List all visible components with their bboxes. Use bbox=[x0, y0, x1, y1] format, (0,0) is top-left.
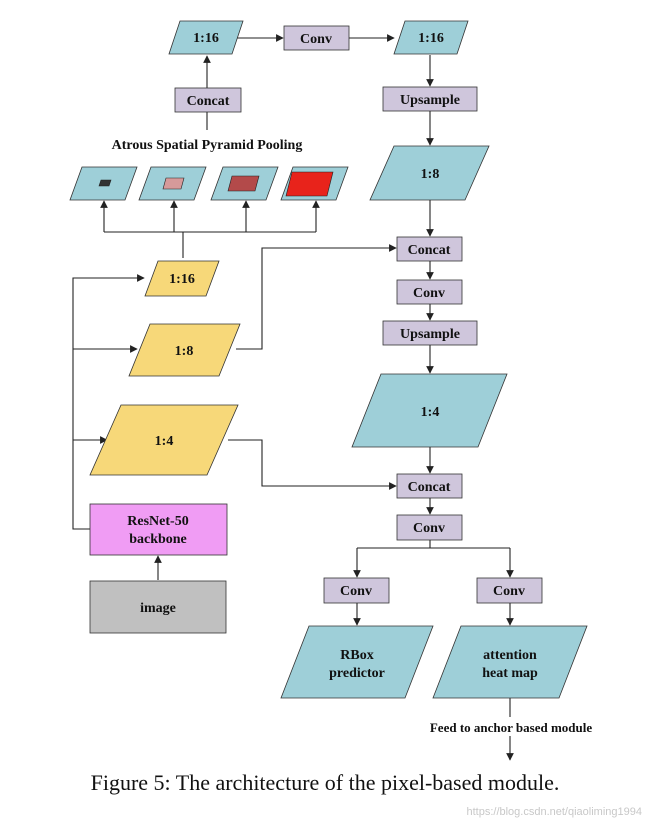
backbone-feature-16-label: 1:16 bbox=[169, 272, 195, 287]
aspp-pool-2 bbox=[138, 166, 207, 201]
backbone-line-2: backbone bbox=[129, 532, 187, 547]
top-right-feature-label: 1:16 bbox=[418, 31, 444, 46]
conv-right-branch-label: Conv bbox=[493, 584, 525, 599]
aspp-title: Atrous Spatial Pyramid Pooling bbox=[112, 138, 303, 153]
image-label: image bbox=[140, 601, 176, 616]
node-feature-1-8-right: 1:8 bbox=[369, 145, 490, 201]
figure-caption: Figure 5: The architecture of the pixel-… bbox=[90, 770, 560, 795]
feature-1-4-right-label: 1:4 bbox=[421, 405, 440, 420]
pool-2-kernel bbox=[162, 177, 185, 190]
conv-low-label: Conv bbox=[413, 521, 445, 536]
backbone-line-1: ResNet-50 bbox=[127, 514, 188, 529]
concat-low-label: Concat bbox=[408, 480, 451, 495]
node-backbone-feature-8: 1:8 bbox=[128, 323, 241, 377]
node-concat-low: Concat bbox=[396, 473, 463, 499]
aspp-pool-4 bbox=[280, 166, 349, 201]
watermark: https://blog.csdn.net/qiaoliming1994 bbox=[466, 806, 642, 818]
top-left-feature-label: 1:16 bbox=[193, 31, 219, 46]
edge-backbone-4-to-concat bbox=[228, 439, 397, 490]
concat-mid-label: Concat bbox=[408, 243, 451, 258]
upsample-2-label: Upsample bbox=[400, 327, 460, 342]
node-backbone-feature-16: 1:16 bbox=[144, 260, 220, 297]
attention-line-1: attention bbox=[483, 648, 537, 663]
node-conv-low: Conv bbox=[396, 514, 463, 541]
node-upsample-1: Upsample bbox=[382, 86, 478, 112]
top-conv-label: Conv bbox=[300, 32, 332, 47]
backbone-feature-4-label: 1:4 bbox=[155, 434, 174, 449]
node-attention-heat-map: attention heat map bbox=[432, 625, 588, 699]
node-backbone-feature-4: 1:4 bbox=[89, 404, 239, 476]
attention-line-2: heat map bbox=[482, 666, 538, 681]
edge-backbone-8-to-concat bbox=[236, 244, 397, 350]
pool-3-kernel bbox=[227, 175, 260, 192]
node-concat-top: Concat bbox=[174, 87, 242, 113]
node-conv-mid: Conv bbox=[396, 279, 463, 305]
rbox-line-1: RBox bbox=[340, 648, 373, 663]
node-rbox-predictor: RBox predictor bbox=[280, 625, 434, 699]
nodes: 1:16 Conv 1:16 Concat Atrous Spatial Pyr… bbox=[69, 20, 592, 735]
rbox-line-2: predictor bbox=[329, 666, 385, 681]
concat-top-label: Concat bbox=[187, 94, 230, 109]
node-conv-left-branch: Conv bbox=[323, 577, 390, 604]
node-top-left-feature: 1:16 bbox=[168, 20, 244, 55]
node-top-conv: Conv bbox=[283, 25, 350, 51]
pool-1-kernel bbox=[98, 179, 112, 187]
aspp-pool-1 bbox=[69, 166, 138, 201]
edge-trunk-to-16 bbox=[72, 274, 145, 530]
conv-left-branch-label: Conv bbox=[340, 584, 372, 599]
node-resnet-backbone: ResNet-50 backbone bbox=[89, 503, 228, 556]
node-upsample-2: Upsample bbox=[382, 320, 478, 346]
conv-mid-label: Conv bbox=[413, 286, 445, 301]
node-conv-right-branch: Conv bbox=[476, 577, 543, 604]
aspp-pool-3 bbox=[210, 166, 279, 201]
backbone-feature-8-label: 1:8 bbox=[175, 344, 194, 359]
node-top-right-feature: 1:16 bbox=[393, 20, 469, 55]
pool-4-kernel bbox=[285, 171, 334, 197]
feed-label: Feed to anchor based module bbox=[430, 720, 592, 735]
feature-1-8-right-label: 1:8 bbox=[421, 167, 440, 182]
node-concat-mid: Concat bbox=[396, 236, 463, 262]
node-feature-1-4-right: 1:4 bbox=[351, 373, 508, 448]
edges bbox=[72, 34, 514, 761]
node-image-input: image bbox=[89, 580, 227, 634]
upsample-1-label: Upsample bbox=[400, 93, 460, 108]
